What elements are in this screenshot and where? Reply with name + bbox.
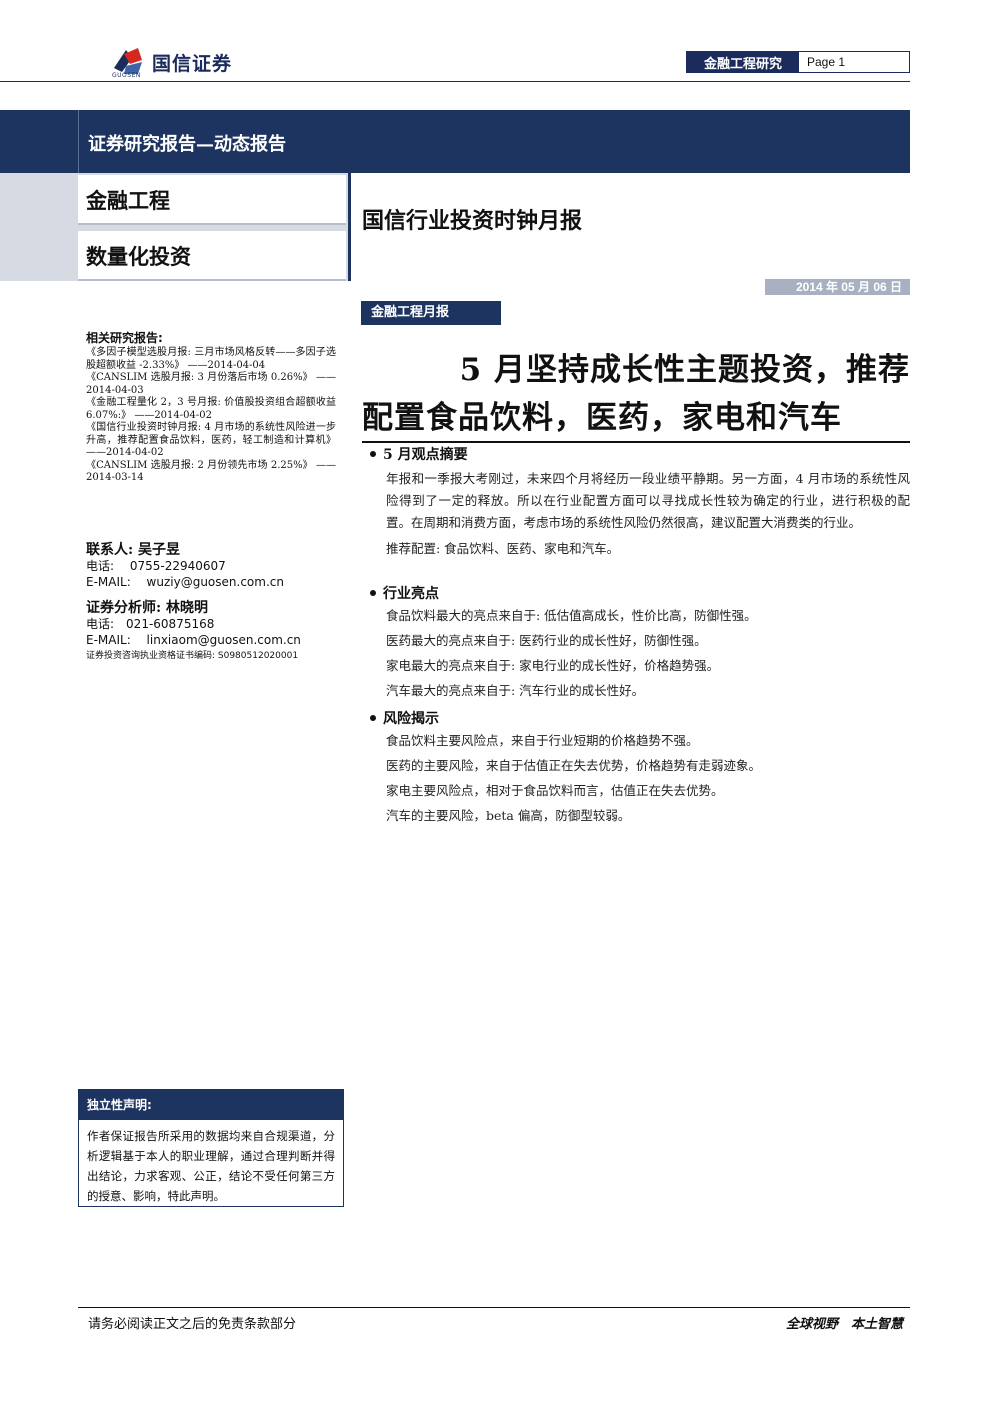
page-number: Page 1 [807,55,846,69]
category-primary: 金融工程 [86,188,170,213]
headline-line-2: 配置食品饮料，医药，家电和汽车 [362,400,842,436]
footer-disclaimer-note: 请务必阅读正文之后的免责条款部分 [88,1317,297,1332]
highlights-title: 行业亮点 [383,586,439,602]
footer-slogan: 全球视野 本土智慧 [785,1317,903,1332]
analyst-phone: 电话: 021-60875168 [86,617,215,631]
bullet-icon [370,715,376,721]
analyst-email[interactable]: E-MAIL: linxiaom@guosen.com.cn [86,633,301,647]
summary-heading: 5 月观点摘要 [370,444,910,464]
highlight-item: 家电最大的亮点来自于: 家电行业的成长性好，价格趋势强。 [386,658,720,673]
risk-item: 家电主要风险点，相对于食品饮料而言，估值正在失去优势。 [386,783,724,798]
related-report-item[interactable]: 《金融工程量化 2，3 号月报: 价值股投资组合超额收益 6.07%:》 ——2… [86,397,336,421]
monthly-report-tag: 金融工程月报 [361,301,501,325]
analyst-block: 证券分析师: 林晓明 电话: 021-60875168 E-MAIL: linx… [86,600,346,664]
footer-divider [78,1307,910,1308]
logo-subtext: GUOSEN [112,72,141,79]
company-logo: 国信证券 GUOSEN [108,44,268,84]
related-reports: 相关研究报告: 《多因子模型选股月报: 三月市场风格反转——多因子选股超额收益 … [86,332,336,485]
date-strip: 2014 年 05 月 06 日 [0,279,910,295]
risk-item: 食品饮料主要风险点，来自于行业短期的价格趋势不强。 [386,733,699,748]
header-divider [0,81,910,82]
risk-item: 医药的主要风险，来自于估值正在失去优势，价格趋势有走弱迹象。 [386,758,762,773]
headline-line-1: 5 月坚持成长性主题投资，推荐 [459,352,910,388]
summary-title: 5 月观点摘要 [383,447,468,463]
page-indicator: 金融工程研究 Page 1 [686,51,910,73]
report-name: 国信行业投资时钟月报 [362,208,583,234]
highlight-item: 医药最大的亮点来自于: 医药行业的成长性好，防御性强。 [386,633,707,648]
highlights-heading: 行业亮点 [370,583,910,603]
report-name-area [351,173,910,281]
related-reports-title: 相关研究报告: [86,331,163,345]
risks-heading: 风险揭示 [370,708,910,728]
related-report-item[interactable]: 《CANSLIM 选股月报: 3 月份落后市场 0.26%》 ——2014-04… [86,372,336,396]
highlight-item: 食品饮料最大的亮点来自于: 低估值高成长，性价比高，防御性强。 [386,608,757,623]
report-type-band: 证券研究报告—动态报告 [0,110,910,173]
recommendation-paragraph: 推荐配置: 食品饮料、医药、家电和汽车。 [386,541,620,556]
independence-statement-body: 作者保证报告所采用的数据均来自合规渠道，分析逻辑基于本人的职业理解，通过合理判断… [87,1129,335,1203]
title-panel-divider [348,173,351,281]
band-divider [78,110,79,173]
related-report-item[interactable]: 《多因子模型选股月报: 三月市场风格反转——多因子选股超额收益 -2.33%》 … [86,347,336,371]
category-secondary: 数量化投资 [86,244,191,269]
summary-section: 5 月观点摘要 年报和一季报大考刚过，未来四个月将经历一段业绩平静期。另一方面，… [370,444,910,560]
contact-block: 联系人: 吴子昱 电话: 0755-22940607 E-MAIL: wuziy… [86,542,346,590]
category-secondary-box: 数量化投资 [78,231,346,281]
headline: 5 月坚持成长性主题投资，推荐 配置食品饮料，医药，家电和汽车 [362,346,910,442]
report-date: 2014 年 05 月 06 日 [765,279,910,295]
section-tag: 金融工程研究 [687,52,799,72]
report-type-title: 证券研究报告—动态报告 [88,134,286,155]
related-report-item[interactable]: 《CANSLIM 选股月报: 2 月份领先市场 2.25%》 ——2014-03… [86,459,336,484]
related-report-item[interactable]: 《国信行业投资时钟月报: 4 月市场的系统性风险进一步升高，推荐配置食品饮料，医… [86,422,336,458]
independence-statement-title: 独立性声明: [79,1090,343,1120]
bullet-icon [370,590,376,596]
contact-name: 联系人: 吴子昱 [86,542,181,558]
analyst-certificate: 证券投资咨询执业资格证书编码: S0980512020001 [86,651,299,661]
independence-statement: 独立性声明: 作者保证报告所采用的数据均来自合规渠道，分析逻辑基于本人的职业理解… [78,1089,344,1207]
bullet-icon [370,451,376,457]
analyst-name: 证券分析师: 林晓明 [86,600,209,616]
logo-text: 国信证券 [152,53,233,75]
category-primary-box: 金融工程 [78,175,346,225]
contact-phone: 电话: 0755-22940607 [86,559,226,573]
risks-section: 风险揭示 食品饮料主要风险点，来自于行业短期的价格趋势不强。 医药的主要风险，来… [370,708,910,828]
risk-item: 汽车的主要风险，beta 偏高，防御型较弱。 [386,808,631,823]
contact-email[interactable]: E-MAIL: wuziy@guosen.com.cn [86,575,284,589]
summary-paragraph: 年报和一季报大考刚过，未来四个月将经历一段业绩平静期。另一方面，4 月市场的系统… [386,471,910,530]
highlight-item: 汽车最大的亮点来自于: 汽车行业的成长性好。 [386,683,645,698]
highlights-section: 行业亮点 食品饮料最大的亮点来自于: 低估值高成长，性价比高，防御性强。 医药最… [370,583,910,703]
headline-divider [362,441,910,443]
risks-title: 风险揭示 [383,711,439,727]
logo-mark-icon [114,48,142,74]
